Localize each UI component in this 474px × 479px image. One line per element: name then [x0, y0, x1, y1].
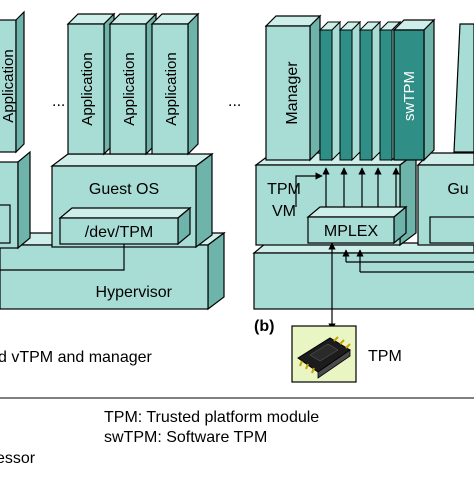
legend-line-swtpm: swTPM: Software TPM	[104, 429, 267, 446]
tpm-chip-icon	[291, 325, 357, 383]
swtpm-instance-4	[379, 29, 393, 161]
application-box-2: Application	[108, 12, 158, 156]
dev-tpm-block: /dev/TPM	[58, 206, 192, 246]
right-application-partial	[453, 23, 474, 153]
application-label-2: Application	[121, 52, 138, 125]
left-panel: Hypervisor Application ... Guest OS	[0, 10, 226, 366]
application-label-1: Application	[79, 52, 96, 125]
legend-line-processor: essor	[0, 450, 36, 467]
right-ellipsis: ...	[228, 93, 241, 110]
application-box-3: Application	[150, 12, 200, 156]
application-label-3: Application	[163, 52, 180, 125]
application-box-1: Application	[66, 12, 116, 156]
manager-label: Manager	[284, 61, 301, 125]
legend-line-tpm: TPM: Trusted platform module	[104, 409, 319, 426]
right-guest-os-partial: Gu	[416, 152, 474, 246]
left-connector-line	[0, 244, 125, 271]
swtpm-instance-1	[319, 29, 333, 161]
tpm-vm-label-line1: TPM	[267, 181, 301, 198]
swtpm-front-box	[393, 29, 425, 161]
left-application-partial: Application	[0, 10, 25, 154]
dev-tpm-label: /dev/TPM	[85, 224, 153, 241]
left-guest-os-partial	[0, 150, 31, 250]
swtpm-label: swTPM	[401, 71, 418, 121]
mplex-block: MPLEX	[306, 205, 408, 245]
mplex-connections	[328, 242, 474, 331]
mplex-label: MPLEX	[324, 223, 379, 240]
mplex-to-swtpm-arrows	[295, 167, 400, 207]
legend: TPM: Trusted platform module swTPM: Soft…	[0, 397, 474, 467]
tpm-chip-label: TPM	[368, 348, 402, 365]
swtpm-stack: swTPM	[318, 18, 436, 162]
left-caption: d vTPM and manager	[0, 349, 153, 366]
guest-os-partial-label: Gu	[447, 181, 468, 198]
hypervisor-label: Hypervisor	[96, 284, 173, 301]
swtpm-instance-2	[339, 29, 353, 161]
tpm-vm-label-line2: VM	[272, 203, 296, 220]
tpm-vm-block: TPM VM MPLEX	[254, 151, 418, 247]
application-label-partial: Application	[0, 49, 17, 122]
guest-os-label: Guest OS	[89, 181, 159, 198]
swtpm-instance-3	[359, 29, 373, 161]
left-ellipsis: ...	[52, 93, 65, 110]
right-hypervisor-block	[252, 242, 474, 310]
manager-block: Manager	[264, 14, 322, 162]
right-panel: TPM VM MPLEX Gu ... Manager	[228, 14, 474, 383]
guest-os-block: Guest OS /dev/TPM	[50, 152, 214, 249]
panel-b-label: (b)	[254, 318, 274, 335]
